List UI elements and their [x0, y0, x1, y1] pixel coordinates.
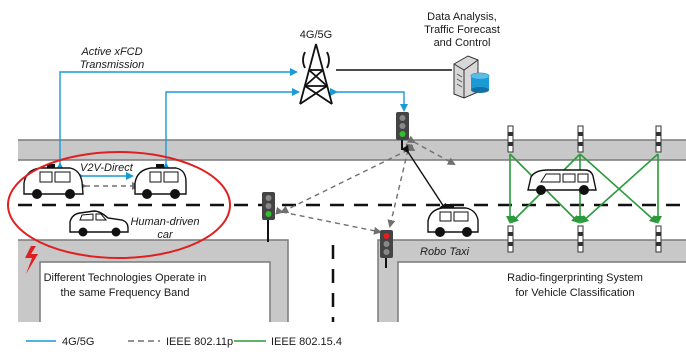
- connected-car-1: [23, 164, 84, 199]
- active-xfcd-label-1: Active xFCD: [80, 46, 142, 58]
- human-driven-label-2: car: [157, 229, 174, 241]
- legend: 4G/5G IEEE 802.11p IEEE 802.15.4: [26, 336, 342, 348]
- van-vehicle: [527, 169, 597, 195]
- v2v-direct-label: V2V-Direct: [80, 162, 134, 174]
- legend-label-802154: IEEE 802.15.4: [271, 336, 342, 348]
- traffic-light-left: [262, 192, 275, 242]
- data-analysis-label-2: Traffic Forecast: [424, 24, 500, 36]
- robo-taxi-label: Robo Taxi: [420, 246, 470, 258]
- data-analysis-label-3: and Control: [434, 37, 491, 49]
- cellular-links: [56, 68, 408, 170]
- legend-label-4g5g: 4G/5G: [62, 336, 94, 348]
- connected-car-2: [134, 164, 187, 199]
- radio-fp-label-1: Radio-fingerprinting System: [507, 272, 643, 284]
- active-xfcd-label-2: Transmission: [80, 59, 145, 71]
- traffic-light-top: [396, 112, 409, 150]
- tower-label: 4G/5G: [300, 29, 332, 41]
- server-icon: [453, 55, 490, 99]
- data-analysis-label-1: Data Analysis,: [427, 11, 497, 23]
- radio-fp-label-2: for Vehicle Classification: [515, 287, 634, 299]
- robo-taxi-car: [427, 204, 479, 237]
- different-tech-label-2: the same Frequency Band: [60, 287, 189, 299]
- human-driven-label-1: Human-driven: [130, 216, 199, 228]
- cell-tower-icon: [299, 43, 333, 105]
- radio-fingerprinting-posts: [507, 125, 662, 253]
- lightning-icon: [25, 246, 38, 274]
- interference-zone-ellipse: [7, 151, 231, 259]
- robo-taxi-link: [401, 144, 448, 212]
- traffic-light-bottom: [380, 230, 393, 268]
- different-tech-label-1: Different Technologies Operate in: [44, 272, 207, 284]
- human-driven-car: [69, 210, 129, 237]
- legend-label-80211p: IEEE 802.11p: [166, 336, 233, 348]
